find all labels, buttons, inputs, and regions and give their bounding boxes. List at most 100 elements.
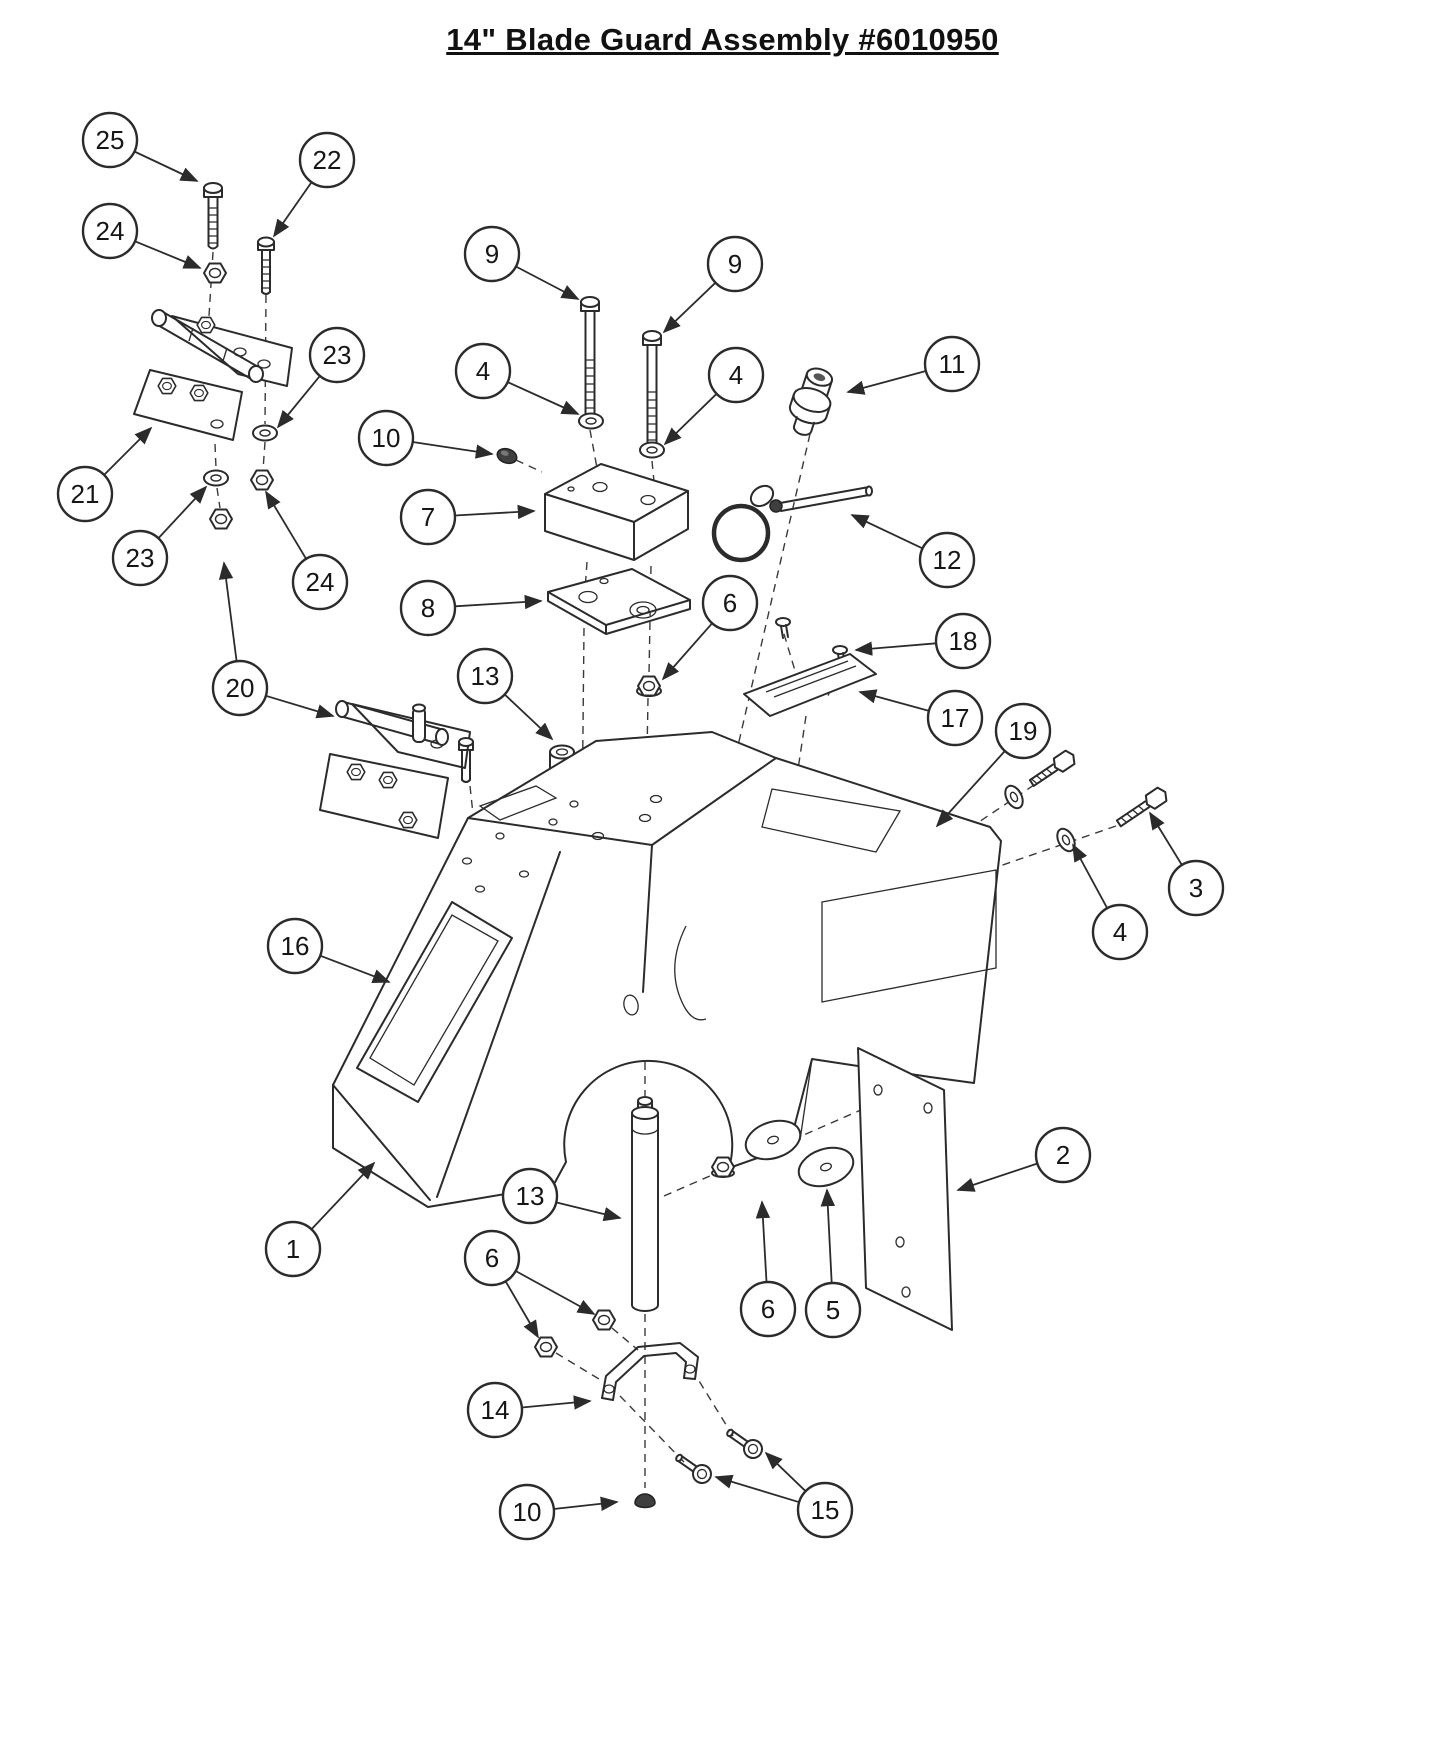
callout-5: 5 — [804, 1188, 862, 1339]
callout-number: 2 — [1056, 1140, 1070, 1170]
callout-balloon — [796, 1481, 854, 1539]
callout-14: 14 — [466, 1381, 592, 1439]
callout-1: 1 — [264, 1161, 376, 1278]
callout-number: 22 — [313, 145, 342, 175]
callout-9: 9 — [662, 235, 764, 334]
callout-17: 17 — [858, 689, 984, 747]
washer-4-part — [578, 412, 604, 430]
callout-21: 21 — [56, 426, 153, 523]
callout-balloon — [926, 689, 984, 747]
callout-number: 11 — [939, 349, 966, 379]
callout-leader-arrow — [412, 441, 494, 459]
callout-2: 2 — [956, 1126, 1092, 1192]
callout-number: 20 — [226, 673, 255, 703]
washer-4-part — [1000, 781, 1028, 813]
callout-leader-arrow — [504, 693, 554, 741]
callout-13: 13 — [501, 1167, 622, 1225]
callout-number: 6 — [723, 588, 737, 618]
callout-leader-arrow — [956, 1162, 1038, 1192]
callout-balloon — [739, 1280, 797, 1338]
callout-balloon — [501, 1167, 559, 1225]
plug-10-part — [496, 447, 518, 465]
callout-number: 8 — [421, 593, 435, 623]
callout-leader-arrow — [935, 750, 1006, 828]
tube-13-part — [631, 1096, 659, 1312]
callout-number: 10 — [372, 423, 401, 453]
callout-leader-arrow — [276, 375, 321, 429]
callout-number: 13 — [516, 1181, 545, 1211]
callout-balloon — [291, 553, 349, 611]
spacer-block-7-part — [544, 463, 689, 561]
callout-leader-arrow — [850, 514, 923, 550]
callout-number: 1 — [286, 1234, 300, 1264]
callout-number: 18 — [949, 626, 978, 656]
callout-leader-arrow — [555, 1201, 622, 1222]
callout-leader-arrow — [103, 426, 153, 476]
screw-15-part — [675, 1453, 712, 1484]
callout-balloon — [399, 488, 457, 546]
callout-balloon — [399, 579, 457, 637]
callout-balloon — [994, 702, 1052, 760]
lynch-pin-12-part — [711, 484, 873, 563]
callout-leader-arrow — [157, 485, 208, 539]
callout-number: 5 — [826, 1295, 840, 1325]
flange-nut-6-part — [636, 675, 662, 697]
callout-leader-arrow — [662, 282, 717, 334]
callout-balloon — [466, 1381, 524, 1439]
callout-4: 4 — [663, 346, 765, 446]
callout-leader-arrow — [134, 150, 199, 182]
callout-number: 3 — [1189, 873, 1203, 903]
callout-number: 24 — [306, 567, 335, 597]
callout-number: 15 — [811, 1495, 840, 1525]
callout-leader-arrow — [515, 265, 580, 300]
callout-22: 22 — [272, 131, 356, 238]
callout-number: 19 — [1009, 716, 1038, 746]
callout-balloon — [81, 111, 139, 169]
callout-number: 9 — [728, 249, 742, 279]
callout-19: 19 — [935, 702, 1052, 828]
callout-number: 16 — [281, 931, 310, 961]
callout-number: 12 — [933, 545, 962, 575]
callout-number: 25 — [96, 125, 125, 155]
callout-balloon — [456, 647, 514, 705]
washer-4-part — [639, 441, 665, 459]
callout-balloon — [111, 529, 169, 587]
flange-nut-6-part — [711, 1156, 735, 1178]
callout-leader-arrow — [663, 393, 718, 446]
callout-18: 18 — [854, 612, 992, 670]
washer-5-part — [797, 1146, 855, 1188]
callout-balloon — [357, 409, 415, 467]
callout-leader-arrow — [714, 1474, 800, 1504]
callout-23: 23 — [276, 326, 366, 429]
callout-16: 16 — [266, 917, 391, 983]
callout-balloon — [804, 1281, 862, 1339]
washer-23-part — [203, 469, 229, 487]
callout-balloon — [706, 235, 764, 293]
hinge-20-part — [319, 700, 474, 839]
callout-balloon — [707, 346, 765, 404]
callout-number: 17 — [941, 703, 970, 733]
callout-leader-arrow — [319, 954, 391, 983]
bolt-3-part — [1115, 786, 1168, 828]
washer-5-part — [744, 1119, 802, 1161]
bracket-14-part — [601, 1342, 699, 1401]
callout-leader-arrow — [265, 490, 307, 560]
callout-4: 4 — [1072, 843, 1149, 961]
callout-13: 13 — [456, 647, 554, 741]
callout-leader-arrow — [846, 370, 927, 395]
callout-number: 4 — [729, 360, 743, 390]
nut-6-part — [592, 1309, 616, 1331]
screw-18-part — [775, 617, 791, 639]
callout-leader-arrow — [507, 381, 580, 415]
callout-leader-arrow — [553, 1496, 619, 1511]
callout-leader-arrow — [218, 561, 238, 662]
callout-balloon — [934, 612, 992, 670]
callout-leader-arrow — [265, 694, 335, 719]
callout-number: 21 — [71, 479, 100, 509]
fitting-11-part — [788, 367, 834, 436]
callout-24: 24 — [265, 490, 349, 611]
callout-25: 25 — [81, 111, 199, 182]
bolt-19-part — [1028, 749, 1076, 787]
